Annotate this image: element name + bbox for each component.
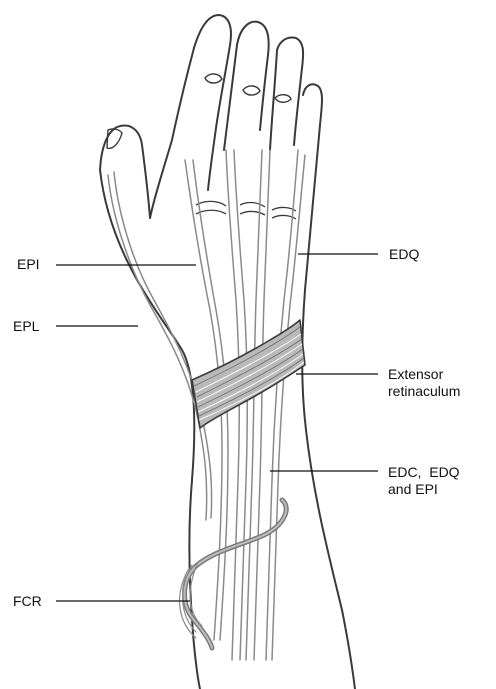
leader-lines [56, 254, 378, 601]
hand-outline [100, 15, 355, 689]
label-extensor-retinaculum: Extensor retinaculum [388, 366, 460, 400]
label-edc-edq-epi-line1: EDC, EDQ [388, 464, 460, 481]
label-edc-edq-epi: EDC, EDQ and EPI [388, 464, 460, 498]
label-epl: EPL [13, 318, 39, 335]
label-edq: EDQ [389, 246, 419, 263]
label-extensor-retinaculum-line2: retinaculum [388, 383, 460, 400]
knuckle-creases [196, 201, 296, 219]
extensor-retinaculum [192, 320, 305, 428]
label-edc-edq-epi-line2: and EPI [388, 481, 460, 498]
label-extensor-retinaculum-line1: Extensor [388, 366, 460, 383]
label-fcr: FCR [13, 593, 42, 610]
label-epi: EPI [17, 256, 40, 273]
finger-nails [107, 74, 291, 148]
